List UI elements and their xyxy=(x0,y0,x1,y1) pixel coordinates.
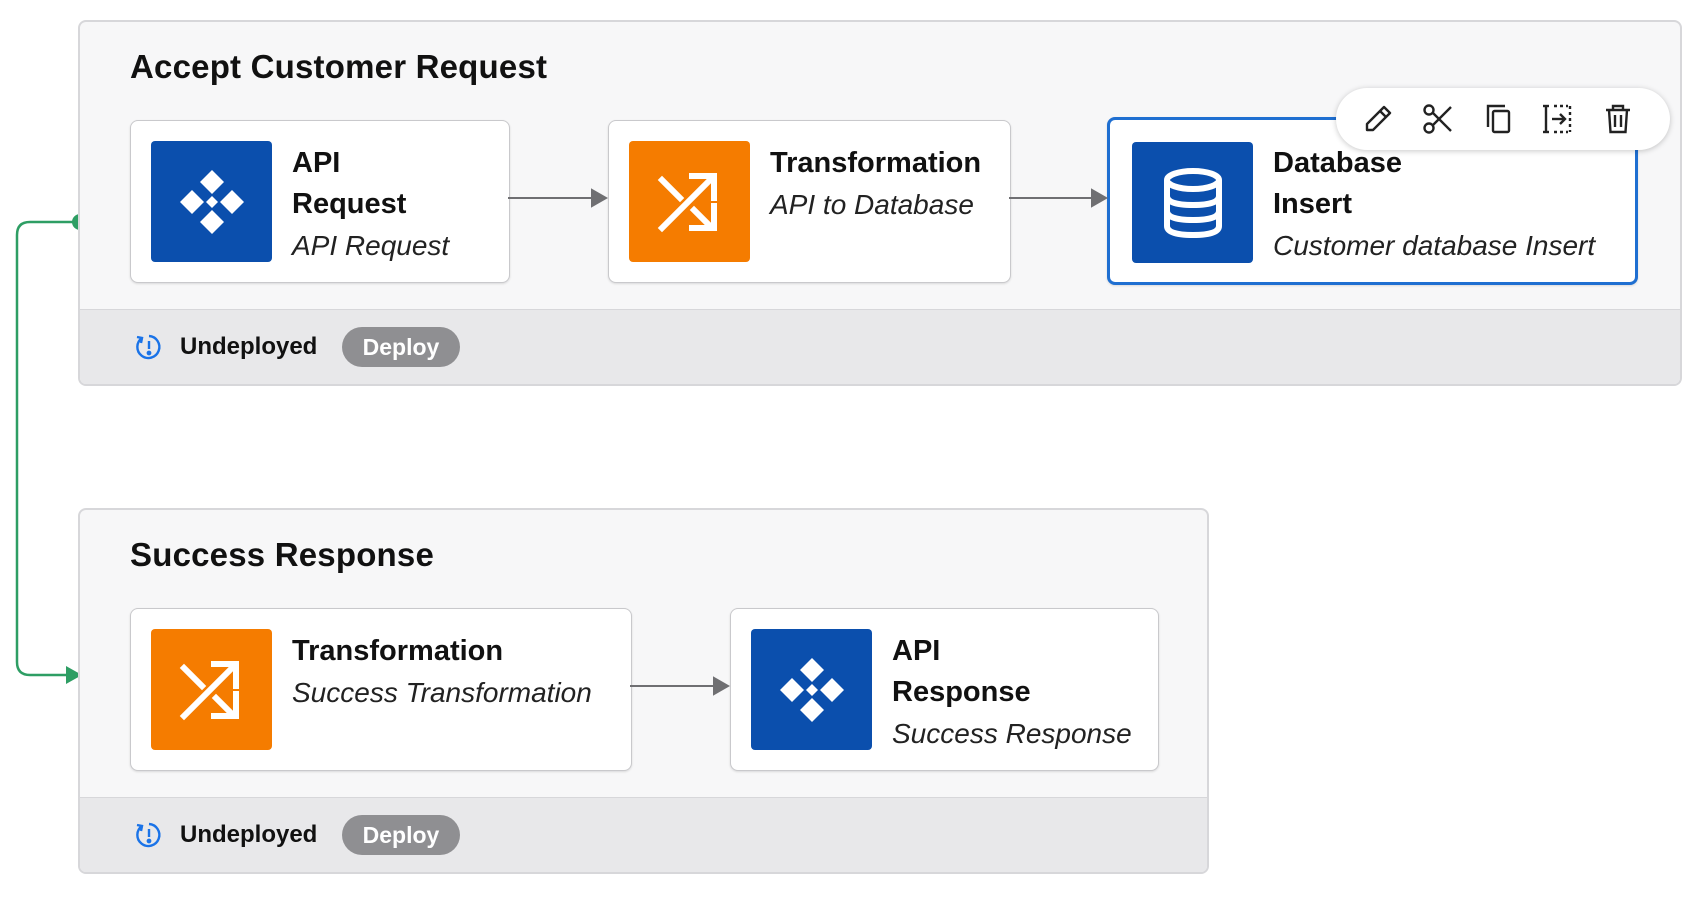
status-label: Undeployed xyxy=(180,333,318,360)
deploy-button[interactable]: Deploy xyxy=(342,815,460,855)
flow-accept-customer-request[interactable]: Accept Customer Request API Request API … xyxy=(78,20,1682,386)
database-icon xyxy=(1132,142,1253,263)
node-api-request[interactable]: API Request API Request xyxy=(130,120,510,283)
node-name: API xyxy=(892,635,941,667)
transformation-icon xyxy=(629,141,750,262)
insert-icon[interactable] xyxy=(1540,101,1576,137)
cut-icon[interactable] xyxy=(1420,101,1456,137)
node-api-response[interactable]: API Response Success Response xyxy=(730,608,1159,771)
deploy-button[interactable]: Deploy xyxy=(342,327,460,367)
node-description: API to Database xyxy=(770,189,974,220)
undeployed-status-icon xyxy=(134,332,164,362)
api-icon xyxy=(151,141,272,262)
node-database-insert[interactable]: Database Insert Customer database Insert xyxy=(1107,117,1638,285)
flow-footer: Undeployed Deploy xyxy=(80,309,1680,384)
node-name-line2: Request xyxy=(292,188,407,220)
flow-title: Accept Customer Request xyxy=(130,48,548,85)
node-name-line2: Response xyxy=(892,676,1031,708)
edit-icon[interactable] xyxy=(1360,101,1396,137)
node-transformation-api-to-database[interactable]: Transformation API to Database xyxy=(608,120,1011,283)
status-label: Undeployed xyxy=(180,821,318,848)
transformation-icon xyxy=(151,629,272,750)
node-description: Success Response xyxy=(892,718,1132,749)
node-name: API xyxy=(292,147,341,179)
node-description: Success Transformation xyxy=(292,677,592,708)
flow-title: Success Response xyxy=(130,536,435,573)
node-success-transformation[interactable]: Transformation Success Transformation xyxy=(130,608,632,771)
node-name: Transformation xyxy=(770,147,982,179)
flow-success-response[interactable]: Success Response Transformation Success … xyxy=(78,508,1209,874)
node-description: Customer database Insert xyxy=(1273,230,1596,261)
node-name: Database xyxy=(1273,147,1402,179)
flow-footer: Undeployed Deploy xyxy=(80,797,1207,872)
node-action-toolbar xyxy=(1336,88,1670,150)
undeployed-status-icon xyxy=(134,820,164,850)
node-name-line2: Insert xyxy=(1273,188,1352,220)
node-name: Transformation xyxy=(292,635,504,667)
node-description: API Request xyxy=(292,230,450,261)
api-icon xyxy=(751,629,872,750)
delete-icon[interactable] xyxy=(1600,101,1636,137)
flow-link-line xyxy=(15,220,80,677)
copy-icon[interactable] xyxy=(1480,101,1516,137)
